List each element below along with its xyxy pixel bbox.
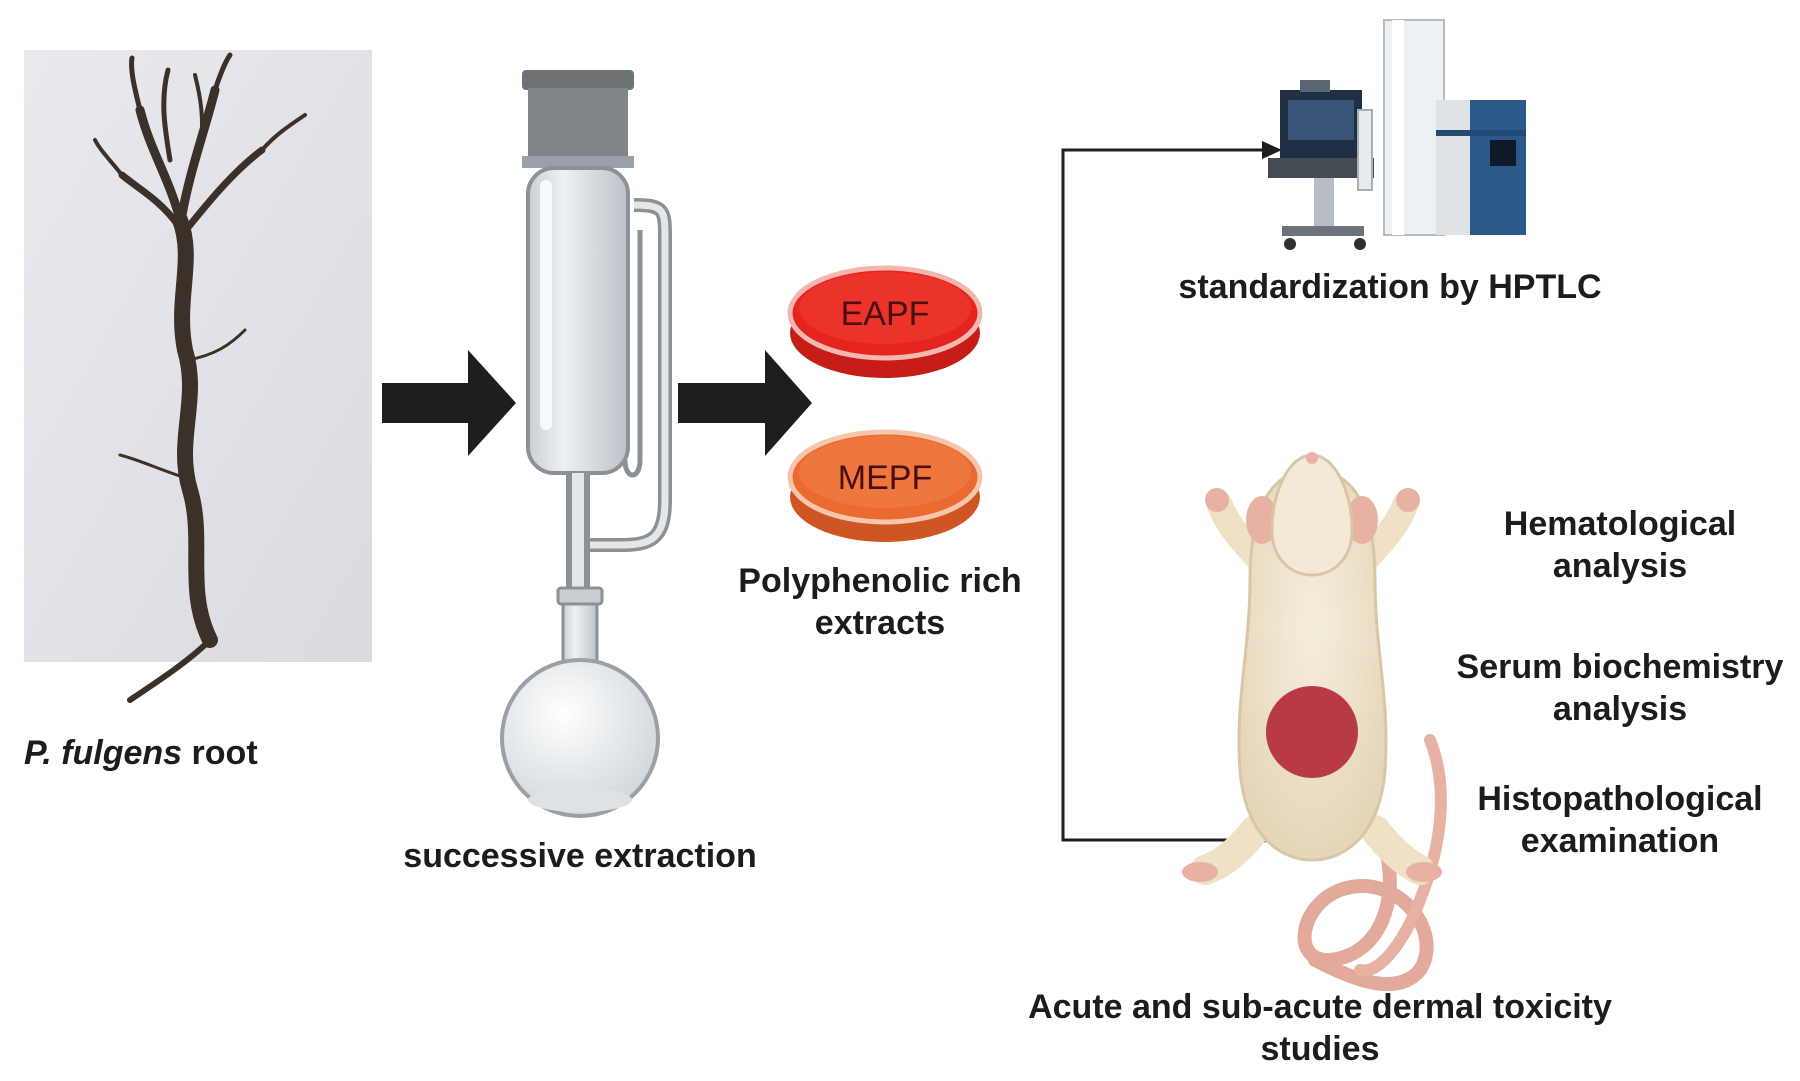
extracts-caption-line2: extracts [814,604,946,642]
dermal-application-site [1266,686,1358,778]
root-photo [24,50,372,703]
standardization-caption: standardization by HPTLC [1178,268,1602,306]
extracts-caption-line1: Polyphenolic rich [738,562,1022,600]
rat-illustration [1182,452,1447,992]
petri-dish-eapf: EAPF [787,265,983,378]
toxicity-caption: Acute and sub-acute dermal toxicity stud… [1028,988,1612,1068]
arrow-to-extraction [382,350,516,456]
analysis-serum-biochemistry: Serum biochemistry analysis [1456,648,1784,728]
species-name: P. fulgens [24,734,183,772]
dish-label-mepf: MEPF [838,459,932,497]
hptlc-instrument-icon [1268,19,1526,250]
petri-dish-mepf: MEPF [787,429,983,542]
arrow-to-extracts [678,350,812,456]
analysis-histopathological: Histopathological examination [1477,780,1763,860]
plant-part: root [191,734,258,772]
root-caption: P. fulgens root [24,732,324,774]
soxhlet-apparatus [500,70,672,818]
extracts-caption: Polyphenolic rich extracts [710,560,1050,644]
dish-label-eapf: EAPF [841,295,930,333]
analysis-hematological: Hematological analysis [1503,505,1737,585]
extraction-caption: successive extraction [403,837,757,875]
